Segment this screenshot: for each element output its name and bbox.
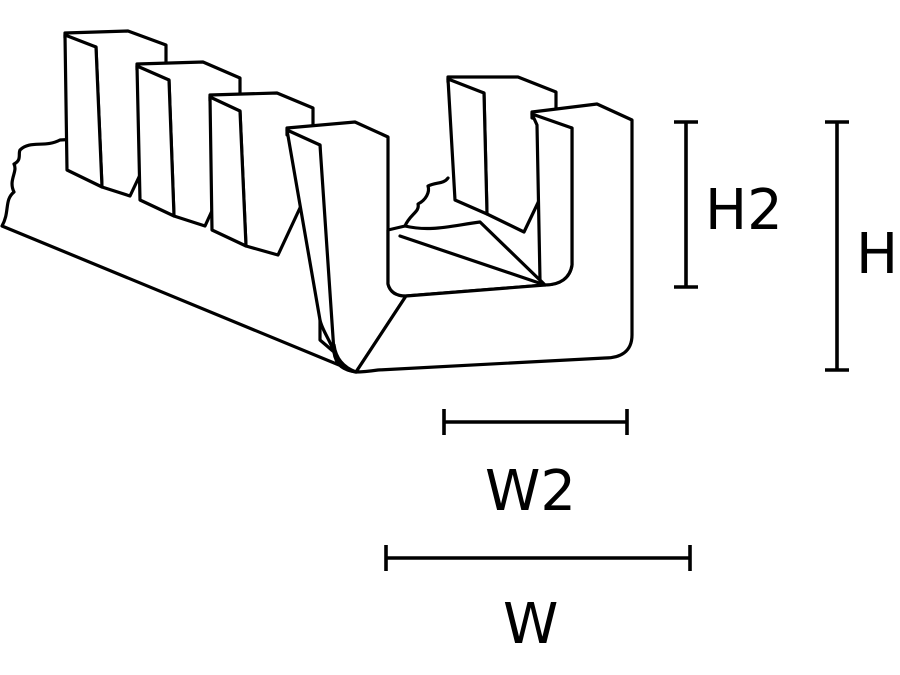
fin-3-front [208,95,248,248]
w-label: W [503,592,558,657]
h-label: H [856,222,898,287]
h2-label: H2 [705,178,783,243]
u-channel-floor-edge [398,234,547,287]
channel-break-edge [403,176,450,228]
fin-right-rear-front [446,77,489,216]
u-front-edge [332,343,358,374]
fins-back [63,29,315,257]
w2-label: W2 [485,459,576,524]
fin-1-front [63,33,104,189]
dimension-w: W [384,545,692,657]
dimension-h: H [825,120,898,372]
profile-body [0,29,634,374]
fin-2-front [135,64,176,218]
dimension-h2: H2 [674,120,783,289]
u-right-arm-inner [530,112,574,287]
dimension-w2: W2 [442,409,629,524]
